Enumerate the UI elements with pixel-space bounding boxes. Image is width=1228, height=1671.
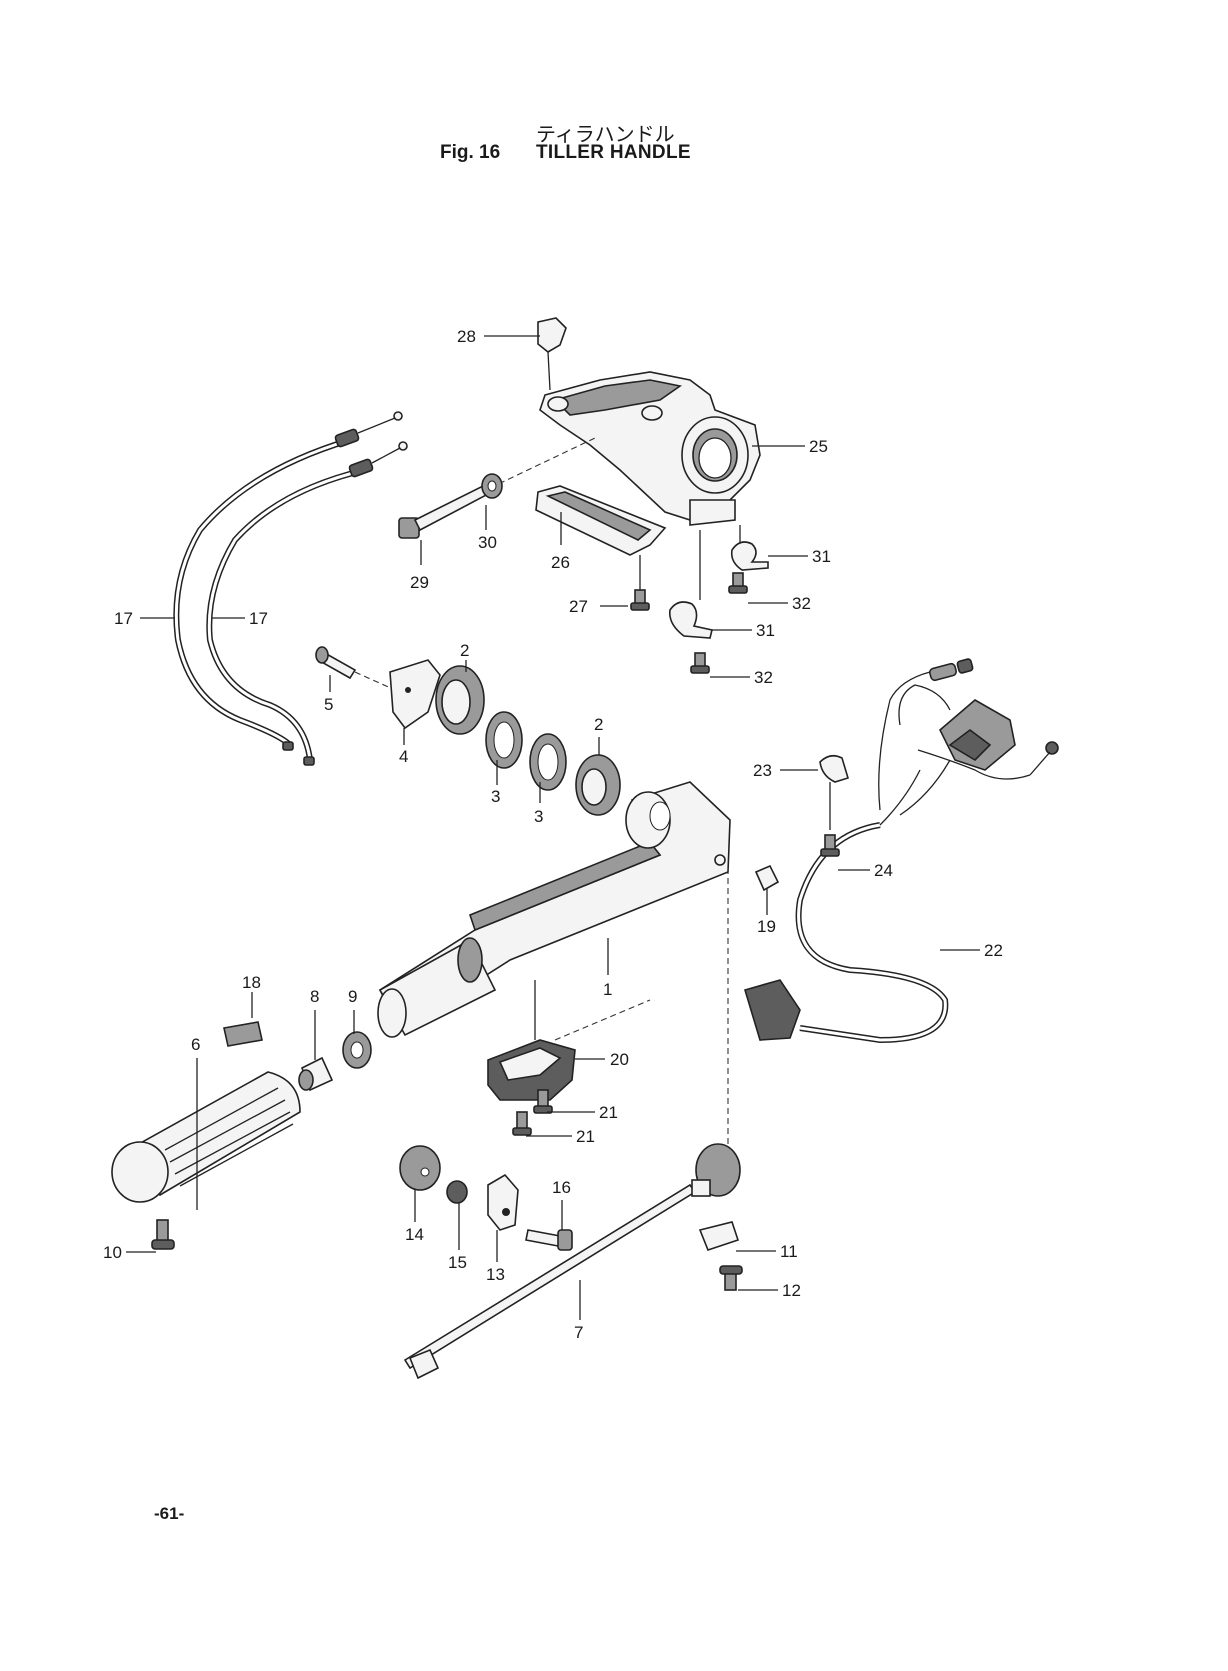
callout-5: 5 — [324, 695, 333, 714]
callout-20: 20 — [610, 1050, 629, 1069]
clamp-part-23 — [819, 754, 849, 830]
throttle-grip-part-6 — [111, 1071, 301, 1203]
diagram-title-japanese: ティラハンドル — [536, 122, 675, 146]
callout-12: 12 — [782, 1281, 801, 1300]
callout-2-lower: 2 — [594, 715, 603, 734]
screw-part-21-lower — [512, 1111, 532, 1136]
decal-part-18 — [223, 1021, 263, 1047]
clip-part-28 — [537, 317, 567, 391]
washer-part-30 — [481, 473, 503, 499]
callout-32-upper: 32 — [792, 594, 811, 613]
washer-part-3-a — [485, 711, 523, 769]
callout-22: 22 — [984, 941, 1003, 960]
spring-part-15 — [446, 1180, 468, 1204]
diagram-title: TILLER HANDLE — [536, 142, 691, 163]
callout-19: 19 — [757, 917, 776, 936]
callout-29: 29 — [410, 573, 429, 592]
bolt-part-29 — [398, 437, 596, 539]
stop-switch-rod-part-7 — [403, 868, 741, 1380]
callout-23: 23 — [753, 761, 772, 780]
callout-30: 30 — [478, 533, 497, 552]
callout-labels: 28 25 30 29 26 27 31 32 31 32 17 17 2 5 … — [103, 327, 1003, 1342]
switch-cover-part-20 — [487, 980, 651, 1101]
callout-21-lower: 21 — [576, 1127, 595, 1146]
callout-11: 11 — [780, 1242, 798, 1261]
callout-31-lower: 31 — [756, 621, 775, 640]
screw-part-21-upper — [533, 1089, 553, 1114]
friction-piece-part-2-lower — [575, 754, 621, 816]
bolt-part-5 — [315, 646, 396, 691]
washer-part-3-b — [529, 733, 567, 791]
callout-13: 13 — [486, 1265, 505, 1284]
callout-15: 15 — [448, 1253, 467, 1272]
friction-plate-part-4 — [389, 659, 441, 730]
callout-7: 7 — [574, 1323, 583, 1342]
callout-6: 6 — [191, 1035, 200, 1054]
fitting-part-19 — [754, 864, 780, 892]
callout-26: 26 — [551, 553, 570, 572]
callout-28: 28 — [457, 327, 476, 346]
cap-part-14 — [399, 1145, 441, 1191]
clamp-part-31-lower — [668, 530, 713, 639]
callout-18: 18 — [242, 973, 261, 992]
callout-24: 24 — [874, 861, 893, 880]
callout-3-b: 3 — [534, 807, 543, 826]
callout-31-upper: 31 — [812, 547, 831, 566]
friction-piece-part-2-upper — [435, 665, 485, 735]
callout-32-lower: 32 — [754, 668, 773, 687]
callout-4: 4 — [399, 747, 408, 766]
screw-part-10 — [151, 1219, 175, 1250]
holder-part-13 — [487, 1173, 519, 1231]
callout-10: 10 — [103, 1243, 122, 1262]
page-number: -61- — [154, 1504, 185, 1523]
callout-1: 1 — [603, 980, 612, 999]
clip-part-11 — [698, 1221, 740, 1251]
leader-lines — [126, 335, 980, 1320]
plate-part-26 — [535, 485, 667, 590]
collar-part-9 — [342, 1031, 372, 1069]
bushing-part-8 — [298, 1056, 334, 1092]
callout-17-left: 17 — [114, 609, 133, 628]
callout-17-right: 17 — [249, 609, 268, 628]
callout-8: 8 — [310, 987, 319, 1006]
callout-3-a: 3 — [491, 787, 500, 806]
tiller-handle-arm-part-1 — [377, 781, 731, 1038]
callout-2-upper: 2 — [460, 641, 469, 660]
clamp-part-31-upper — [730, 525, 769, 571]
tiller-bracket-part-25 — [539, 371, 761, 526]
throttle-cables-part-17 — [173, 411, 408, 766]
wiring-harness-part-22 — [744, 658, 1059, 1044]
callout-14: 14 — [405, 1225, 424, 1244]
screw-part-32-lower — [690, 652, 710, 674]
screw-part-27 — [630, 589, 650, 611]
callout-27: 27 — [569, 597, 588, 616]
callout-9: 9 — [348, 987, 357, 1006]
callout-21-upper: 21 — [599, 1103, 618, 1122]
callout-25: 25 — [809, 437, 828, 456]
figure-number: Fig. 16 — [440, 142, 501, 163]
screw-part-12 — [719, 1265, 743, 1291]
bolt-part-16 — [525, 1229, 573, 1251]
screw-part-32-upper — [728, 572, 748, 594]
screw-part-24 — [820, 834, 840, 857]
callout-16: 16 — [552, 1178, 571, 1197]
